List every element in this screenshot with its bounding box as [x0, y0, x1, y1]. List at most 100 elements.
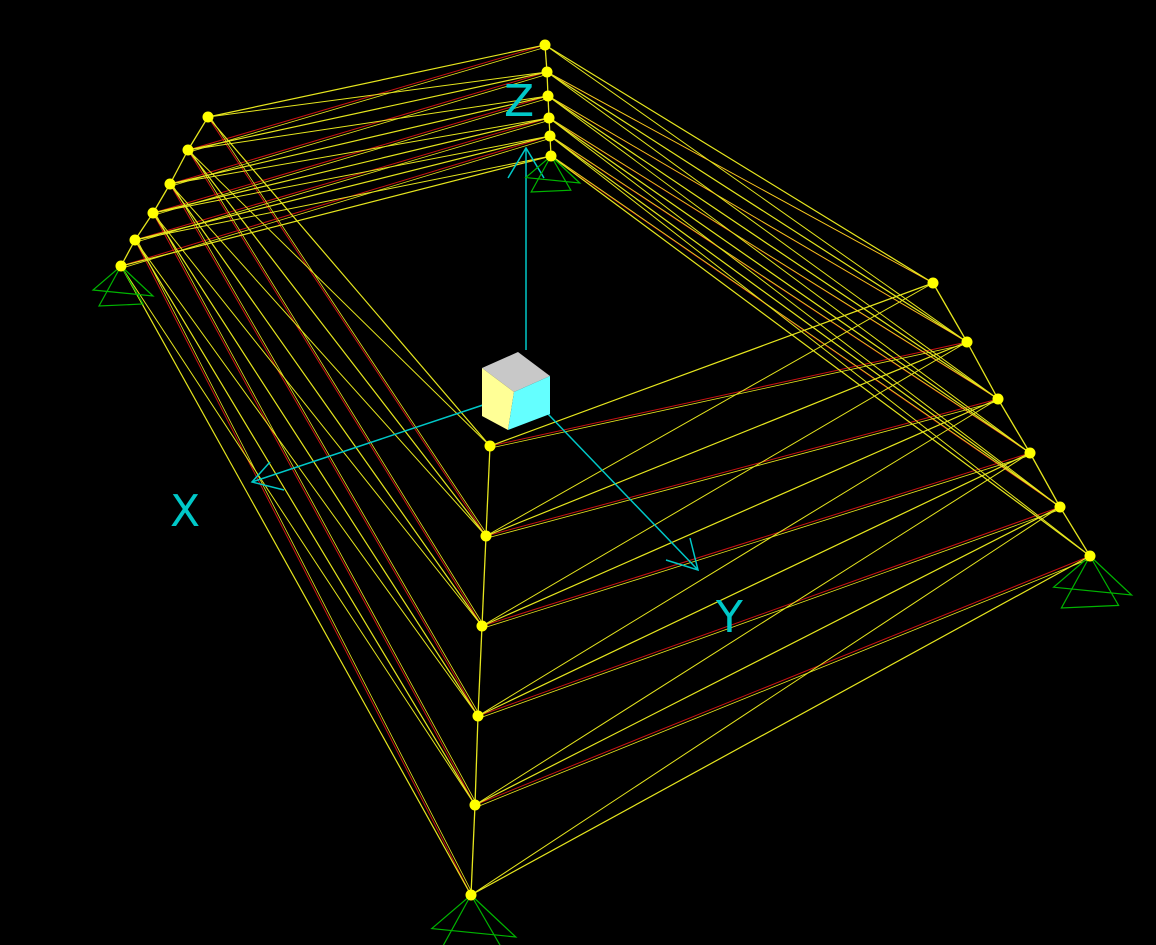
structure-node — [1054, 501, 1066, 513]
global-axes: X Y Z — [170, 76, 743, 643]
bracing-diagonal — [134, 155, 552, 241]
ring-beam — [485, 341, 968, 537]
structure-node — [472, 710, 484, 722]
bracing-diagonal — [480, 508, 1064, 718]
structure-node — [992, 393, 1004, 405]
bracing-diagonal — [549, 135, 1091, 557]
ring-beam — [187, 71, 548, 151]
structure-node — [465, 889, 477, 901]
bracing-diagonal — [120, 135, 551, 267]
structure-node — [544, 130, 556, 142]
ring-beam — [550, 155, 1091, 557]
bracing-diagonal — [152, 95, 549, 214]
y-axis-arrow-icon — [665, 537, 700, 572]
view-cube-right-face[interactable] — [508, 376, 550, 430]
ring-beam — [120, 155, 552, 267]
ring-beam — [546, 71, 968, 343]
z-axis-arrow-icon — [507, 146, 545, 179]
ring-beam — [207, 44, 546, 118]
structure-node — [182, 144, 194, 156]
structure-node — [545, 150, 557, 162]
bracing-diagonal — [155, 214, 479, 807]
bracing-diagonal — [549, 135, 1031, 454]
bracing-diagonal — [477, 398, 999, 717]
bracing-diagonal — [549, 73, 937, 285]
view-cube-top-face[interactable] — [482, 352, 550, 392]
bracing-diagonal — [152, 212, 476, 806]
bracing-diagonal — [470, 506, 1061, 896]
bracing-diagonal — [546, 71, 999, 400]
ring-beam — [547, 95, 999, 400]
ring-beam — [134, 239, 476, 806]
structure-node — [543, 112, 555, 124]
bracing-diagonal — [190, 151, 486, 628]
bracing-diagonal — [548, 117, 1061, 508]
view-cube-left-face[interactable] — [482, 368, 514, 430]
ring-beam — [207, 116, 491, 447]
column-member — [169, 149, 189, 185]
bracing-diagonal — [551, 119, 1002, 401]
bracing-diagonal — [169, 71, 548, 185]
x-axis-line — [251, 403, 487, 483]
structure-node — [1024, 447, 1036, 459]
support-triangle — [91, 265, 155, 307]
bracing-diagonal — [123, 137, 554, 268]
column-member — [470, 804, 476, 896]
structure-node — [202, 111, 214, 123]
x-axis-label: X — [170, 486, 200, 537]
bracing-diagonal — [485, 398, 999, 537]
column-member — [152, 183, 171, 214]
bracing-diagonal — [134, 239, 479, 717]
bracing-diagonal — [187, 149, 483, 627]
pin-support-icon — [430, 894, 518, 945]
column-member — [966, 341, 999, 400]
column-member — [1029, 452, 1061, 508]
pin-support-icon — [91, 265, 155, 307]
ring-beam — [470, 555, 1091, 896]
column-member — [187, 116, 209, 151]
bracing-diagonal — [544, 44, 968, 343]
bracing-diagonal — [187, 44, 546, 151]
column-member — [477, 625, 483, 717]
bracing-diagonal — [152, 135, 551, 214]
ring-beam — [548, 117, 1031, 454]
bracing-diagonal — [210, 118, 490, 538]
bracing-diagonal — [187, 95, 549, 151]
structure-node — [484, 440, 496, 452]
structure-node — [115, 260, 127, 272]
view-cube-icon[interactable] — [482, 352, 550, 430]
ring-beam — [481, 398, 999, 627]
x-axis-arrow-icon — [250, 461, 285, 491]
bracing-diagonal — [481, 341, 968, 627]
bracing-diagonal — [207, 116, 487, 537]
structure-node — [480, 530, 492, 542]
ring-beam — [477, 452, 1031, 717]
bracing-diagonal — [169, 117, 550, 185]
structure-node — [961, 336, 973, 348]
bracing-diagonal — [172, 185, 482, 718]
column-member — [481, 535, 487, 627]
structure-node — [469, 799, 481, 811]
bracing-diagonal — [481, 452, 1031, 627]
structure-node — [541, 66, 553, 78]
y-axis-line — [547, 413, 699, 571]
structure-node — [542, 90, 554, 102]
bracing-diagonal — [474, 452, 1031, 806]
ring-beam — [544, 44, 934, 284]
ring-beam — [169, 183, 483, 627]
ring-beam — [134, 135, 551, 241]
structure-node — [1084, 550, 1096, 562]
bracing-diagonal — [169, 183, 479, 717]
bracing-diagonal — [134, 117, 550, 241]
y-axis-label: Y — [715, 592, 743, 643]
bracing-diagonal — [187, 149, 491, 447]
bracing-diagonal — [488, 400, 1002, 538]
bracing-diagonal — [485, 282, 934, 537]
bracing-diagonal — [477, 506, 1061, 717]
structure-node — [147, 207, 159, 219]
structure-node — [927, 277, 939, 289]
bracing-diagonal — [134, 239, 472, 896]
ring-beam — [152, 212, 479, 717]
